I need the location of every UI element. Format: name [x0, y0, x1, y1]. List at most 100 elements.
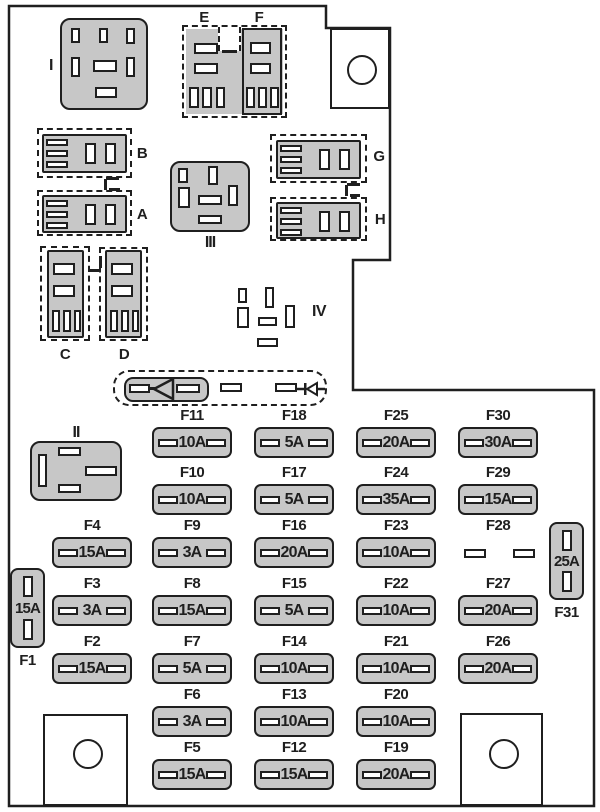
relay-i-label: I — [49, 57, 53, 74]
terminal-slot — [362, 717, 382, 726]
terminal-slot — [260, 548, 280, 557]
terminal-slot — [275, 383, 297, 392]
fuse-body: 3A — [52, 595, 132, 626]
connector-pin — [46, 200, 68, 207]
terminal-slot — [464, 664, 484, 673]
relay-pin — [95, 87, 117, 98]
terminal-slot — [206, 717, 226, 726]
fuse-amp-rating: 20A — [484, 601, 513, 619]
connector-c-label: C — [59, 346, 71, 363]
fuse-body: 10A — [152, 427, 232, 458]
relay-pin — [198, 215, 222, 224]
terminal-slot — [410, 438, 430, 447]
terminal-slot — [260, 606, 280, 615]
connector-pin — [132, 310, 139, 332]
fuse-amp-rating: 15A — [178, 765, 207, 783]
terminal-slot — [206, 495, 226, 504]
fuse-body: 20A — [254, 537, 334, 568]
dash-mark — [347, 183, 360, 186]
fuse-amp-rating: 5A — [284, 433, 305, 451]
terminal-slot — [22, 619, 33, 640]
terminal-slot — [410, 770, 430, 779]
connector-e-notch — [218, 27, 241, 51]
relay-pin — [85, 466, 117, 476]
diode-strip-dashed-zone — [113, 370, 327, 406]
terminal-slot — [260, 664, 280, 673]
connector-pin — [63, 310, 71, 332]
connector-pin — [74, 310, 81, 332]
terminal-slot — [308, 717, 328, 726]
connector-pin — [280, 218, 302, 225]
mounting-hole-icon — [347, 55, 377, 85]
dash-mark — [345, 185, 348, 196]
relay-pin — [93, 60, 117, 72]
terminal-slot — [158, 438, 178, 447]
dash-mark — [350, 194, 360, 197]
fuse-amp-rating: 3A — [82, 601, 103, 619]
fuse-amp-rating: 15A — [14, 599, 41, 617]
fuse-amp-rating: 30A — [484, 433, 513, 451]
connector-b-label: B — [136, 145, 148, 162]
relay-pin — [126, 28, 135, 44]
fuse-amp-rating: 3A — [182, 543, 203, 561]
connector-a-label: A — [136, 206, 148, 223]
connector-pin — [111, 285, 133, 297]
relay-pin — [178, 168, 188, 183]
terminal-slot — [410, 664, 430, 673]
connector-c-dashed-zone — [40, 246, 90, 341]
terminal-slot — [106, 606, 126, 615]
fuse-amp-rating: 25A — [553, 552, 580, 570]
connector-pin — [121, 310, 129, 332]
terminal-slot — [158, 717, 178, 726]
terminal-slot — [561, 530, 572, 551]
fuse-amp-rating: 20A — [382, 765, 411, 783]
fuse-amp-rating: 5A — [182, 659, 203, 677]
fuse-body: 10A — [356, 595, 436, 626]
fuse-F27: F27 20A — [458, 575, 538, 626]
terminal-slot — [308, 664, 328, 673]
connector-pin — [250, 42, 271, 54]
dash-mark — [104, 179, 107, 190]
fuse-amp-rating: 10A — [382, 543, 411, 561]
connector-pin — [46, 150, 68, 157]
fuse-body: 35A — [356, 484, 436, 515]
fuse-id-label: F27 — [485, 575, 511, 592]
empty-fuse-terminal — [464, 549, 486, 558]
fuse-body: 10A — [254, 706, 334, 737]
fuse-body: 5A — [254, 484, 334, 515]
terminal-slot — [308, 438, 328, 447]
terminal-slot — [158, 495, 178, 504]
fuse-id-label: F25 — [383, 407, 409, 424]
connector-pin — [194, 43, 218, 54]
terminal-slot — [206, 770, 226, 779]
mounting-hole-icon — [73, 739, 103, 769]
fuse-amp-rating: 10A — [382, 659, 411, 677]
connector-f-label: F — [254, 9, 264, 26]
connector-b-dashed-zone — [37, 128, 132, 178]
connector-pin — [339, 149, 350, 170]
diode-terminal — [129, 384, 150, 393]
fuse-amp-rating: 15A — [78, 659, 107, 677]
connector-g-dashed-zone — [270, 134, 367, 183]
connector-pin — [257, 338, 278, 347]
connector-pin — [46, 161, 68, 168]
fuse-id-label: F15 — [281, 575, 307, 592]
terminal-slot — [410, 717, 430, 726]
fuse-amp-rating: 3A — [182, 712, 203, 730]
connector-a-dashed-zone — [37, 190, 132, 236]
fuse-id-label: F31 — [554, 604, 579, 621]
terminal-slot — [464, 606, 484, 615]
fuse-id-label: F4 — [83, 517, 101, 534]
fuse-body: 15A — [52, 653, 132, 684]
